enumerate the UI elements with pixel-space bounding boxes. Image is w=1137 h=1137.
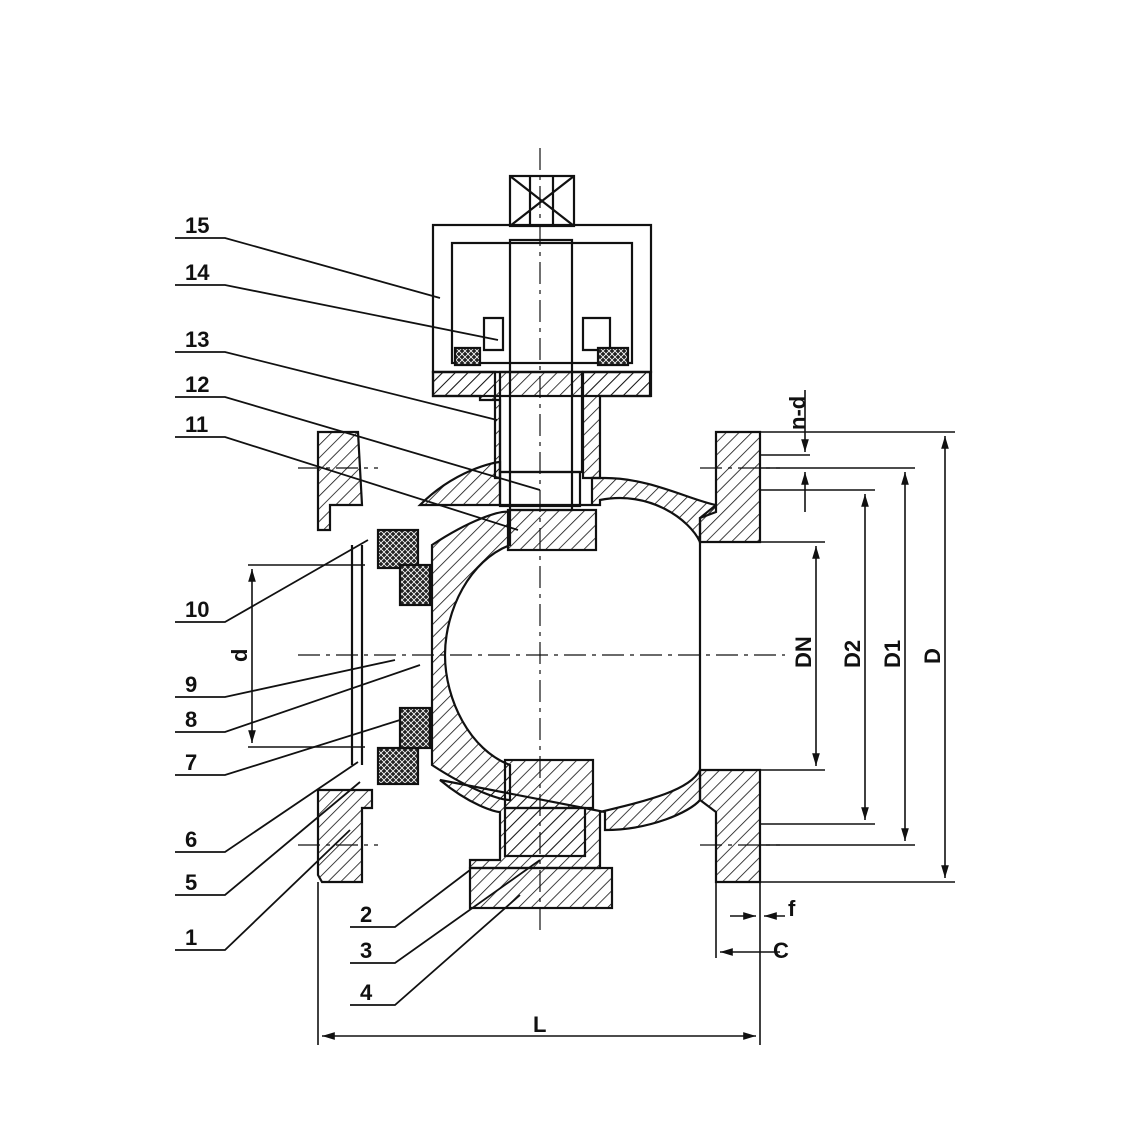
part-number-5: 5 [185, 870, 197, 895]
leader-line-15 [175, 237, 441, 299]
leader-line-13 [175, 351, 498, 421]
left-flange [316, 430, 364, 532]
dimension-label-nd: n-d [785, 396, 810, 430]
bottom-cover [468, 866, 614, 910]
valve-body [316, 174, 762, 910]
dimension-lines [248, 390, 955, 1045]
leader-line-8 [175, 664, 421, 733]
part-number-7: 7 [185, 750, 197, 775]
leader-line-1 [175, 829, 351, 951]
leader-line-4 [350, 894, 521, 1006]
part-number-6: 6 [185, 827, 197, 852]
dimension-label-d: d [227, 649, 252, 662]
seat-upper [376, 528, 420, 570]
dimension-label-L: L [533, 1012, 546, 1037]
leader-lines [175, 237, 541, 1006]
part-number-12: 12 [185, 372, 209, 397]
stem-trunnion-top [506, 508, 598, 552]
leader-line-10 [175, 539, 369, 623]
leader-line-9 [175, 659, 396, 698]
stem-top-square [508, 174, 576, 228]
part-number-11: 11 [185, 412, 208, 437]
leader-line-2 [350, 869, 471, 928]
dimension-label-dn: DN [791, 636, 816, 668]
part-number-1: 1 [185, 925, 197, 950]
leader-line-3 [350, 859, 541, 964]
dimension-label-D: D [920, 648, 945, 664]
right-flange [698, 430, 762, 544]
part-number-8: 8 [185, 707, 197, 732]
part-number-9: 9 [185, 672, 197, 697]
leader-line-7 [175, 719, 401, 776]
part-number-2: 2 [360, 902, 372, 927]
leader-line-14 [175, 284, 499, 341]
part-number-3: 3 [360, 938, 372, 963]
part-number-14: 14 [185, 260, 210, 285]
stem-trunnion-bottom [503, 758, 595, 810]
seat-lower [376, 746, 420, 786]
part-number-10: 10 [185, 597, 209, 622]
dimension-label-f: f [788, 896, 796, 921]
leader-line-12 [175, 396, 541, 491]
body-shell [417, 460, 718, 543]
leader-line-11 [175, 436, 519, 531]
dimension-label-c: C [773, 938, 789, 963]
ball [430, 510, 512, 802]
leader-line-5 [175, 781, 361, 896]
leader-line-6 [175, 761, 359, 853]
part-number-15: 15 [185, 213, 209, 238]
part-number-13: 13 [185, 327, 209, 352]
part-number-4: 4 [360, 980, 373, 1005]
dimension-label-d1: D1 [880, 640, 905, 668]
dimension-label-d2: D2 [840, 640, 865, 668]
